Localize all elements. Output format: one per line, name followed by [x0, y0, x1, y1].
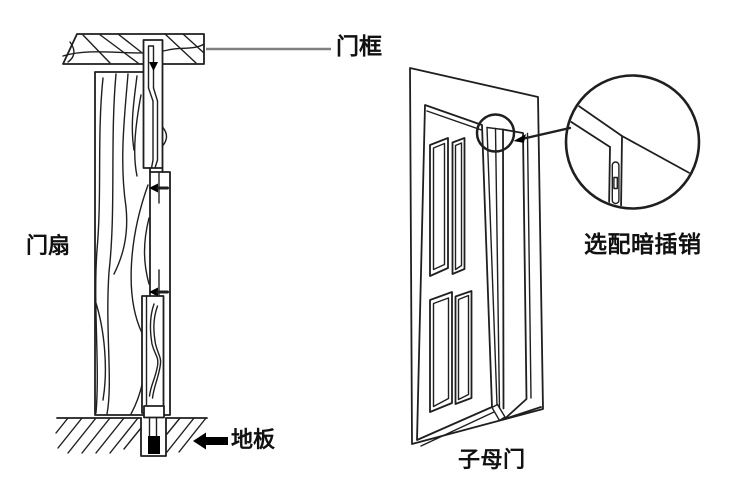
flush-bolt-upper — [142, 39, 168, 297]
door-cross-section-figure — [55, 33, 331, 457]
floor-arrow-icon — [193, 432, 228, 450]
optional-bolt-label: 选配暗插销 — [584, 232, 702, 258]
wall-panel — [409, 67, 544, 445]
detail-highlight-circle — [475, 113, 516, 153]
bolt-edge-arrows — [149, 171, 169, 297]
detail-arrow — [513, 126, 572, 143]
mother-leaf — [416, 104, 506, 447]
child-leaf-strip — [486, 126, 505, 410]
flush-bolt-lower — [141, 295, 165, 414]
bolt-slot — [613, 176, 619, 190]
door-frame-perspective — [502, 128, 542, 420]
detail-arrow-icon — [513, 134, 526, 143]
bolt-edge-arrow-icon — [149, 183, 158, 193]
leaf-panels — [429, 137, 473, 413]
concealed-bolt-detail — [568, 101, 695, 207]
bolt-socket-pin — [148, 436, 160, 454]
double-door-label: 子母门 — [458, 448, 526, 473]
floor-label: 地板 — [231, 428, 276, 453]
door-leaf-section — [94, 71, 171, 416]
door-leaf-label: 门扇 — [26, 234, 71, 259]
floor-hatching — [55, 417, 207, 454]
bolt-edge-arrow-icon — [149, 287, 158, 297]
door-frame-section — [62, 33, 205, 65]
bolt-face-plate — [611, 161, 620, 205]
bolt-top-arrow-icon — [149, 62, 158, 71]
door-frame-label: 门框 — [336, 34, 382, 60]
floor-section — [55, 405, 208, 457]
double-door-figure — [409, 67, 701, 447]
detail-zoom-circle — [564, 74, 701, 210]
